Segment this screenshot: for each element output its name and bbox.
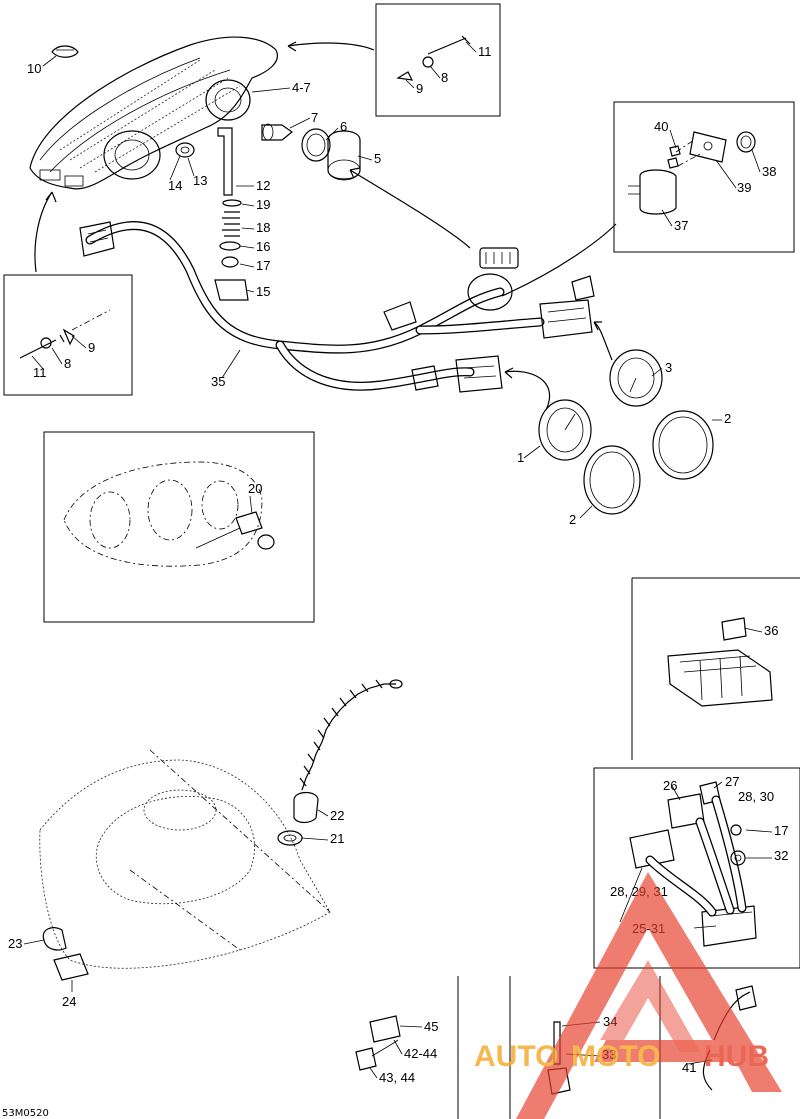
watermark-text-hub: HUB (704, 1040, 769, 1073)
callout-9-top: 9 (416, 81, 423, 96)
callout-7: 7 (311, 110, 318, 125)
callout-36: 36 (764, 623, 778, 638)
callout-17-right: 17 (774, 823, 788, 838)
detail-box-right (613, 101, 795, 253)
watermark-logo-triangle (516, 872, 782, 1119)
instrument-panel-box (43, 431, 315, 623)
callout-27: 27 (725, 774, 739, 789)
callout-4-7: 4-7 (292, 80, 311, 95)
bezel-2b (652, 410, 714, 480)
callout-17-top: 17 (256, 258, 270, 273)
gauge-3 (593, 321, 663, 407)
callout-11-top: 11 (478, 44, 492, 59)
callout-32: 32 (774, 848, 788, 863)
callout-9-left: 9 (88, 340, 95, 355)
callout-40: 40 (654, 119, 668, 134)
callout-2-right: 2 (724, 411, 731, 426)
watermark-text-moto: MOTO (571, 1040, 660, 1073)
callout-16: 16 (256, 239, 270, 254)
callout-34: 34 (603, 1014, 617, 1029)
callout-1: 1 (517, 450, 524, 465)
watermark-text-auto: AUTO (474, 1040, 558, 1073)
clip-10 (51, 45, 79, 58)
callout-15: 15 (256, 284, 270, 299)
callout-22: 22 (330, 808, 344, 823)
figure-code: 53M0520 (2, 1108, 49, 1119)
lanyard-cord (277, 679, 403, 846)
wiring-harness-35 (79, 167, 617, 393)
callout-26: 26 (663, 778, 677, 793)
retainer-ring-6 (301, 128, 331, 162)
callout-23: 23 (8, 936, 22, 951)
callout-20: 20 (248, 481, 262, 496)
callout-3: 3 (665, 360, 672, 375)
regulator-box (593, 767, 800, 969)
detail-box-left (3, 191, 133, 396)
watermark-logo-inner (600, 960, 700, 1052)
callout-38: 38 (762, 164, 776, 179)
callout-28-30: 28, 30 (738, 789, 774, 804)
callout-5: 5 (374, 151, 381, 166)
callout-21: 21 (330, 831, 344, 846)
callout-45: 45 (424, 1019, 438, 1034)
bulb-7 (261, 123, 294, 141)
callout-11-left: 11 (33, 365, 47, 380)
bulb-socket-13-14 (175, 142, 195, 158)
callout-41: 41 (682, 1060, 696, 1075)
callout-13: 13 (193, 173, 207, 188)
fuse-box-box (631, 577, 800, 760)
callout-19: 19 (256, 197, 270, 212)
callout-12: 12 (256, 178, 270, 193)
leader-lines (23, 41, 773, 1079)
callout-6: 6 (340, 119, 347, 134)
watermark: AUTO MOTO HUB (474, 872, 782, 1119)
callout-18: 18 (256, 220, 270, 235)
gauge-1 (504, 367, 592, 461)
boot-cap-5 (327, 130, 361, 181)
detail-box-top (287, 3, 501, 117)
bezel-2a (583, 445, 641, 515)
callout-37: 37 (674, 218, 688, 233)
callout-10: 10 (27, 61, 41, 76)
headlight-assembly (29, 36, 278, 190)
callout-8-left: 8 (64, 356, 71, 371)
callout-2-left: 2 (569, 512, 576, 527)
callout-8-top: 8 (441, 70, 448, 85)
callout-42-44: 42-44 (404, 1046, 437, 1061)
adjuster-stack-12-19 (214, 127, 249, 301)
callout-24: 24 (62, 994, 76, 1009)
callout-43-44: 43, 44 (379, 1070, 415, 1085)
hull-section (39, 749, 331, 981)
callout-39: 39 (737, 180, 751, 195)
callout-14: 14 (168, 178, 182, 193)
